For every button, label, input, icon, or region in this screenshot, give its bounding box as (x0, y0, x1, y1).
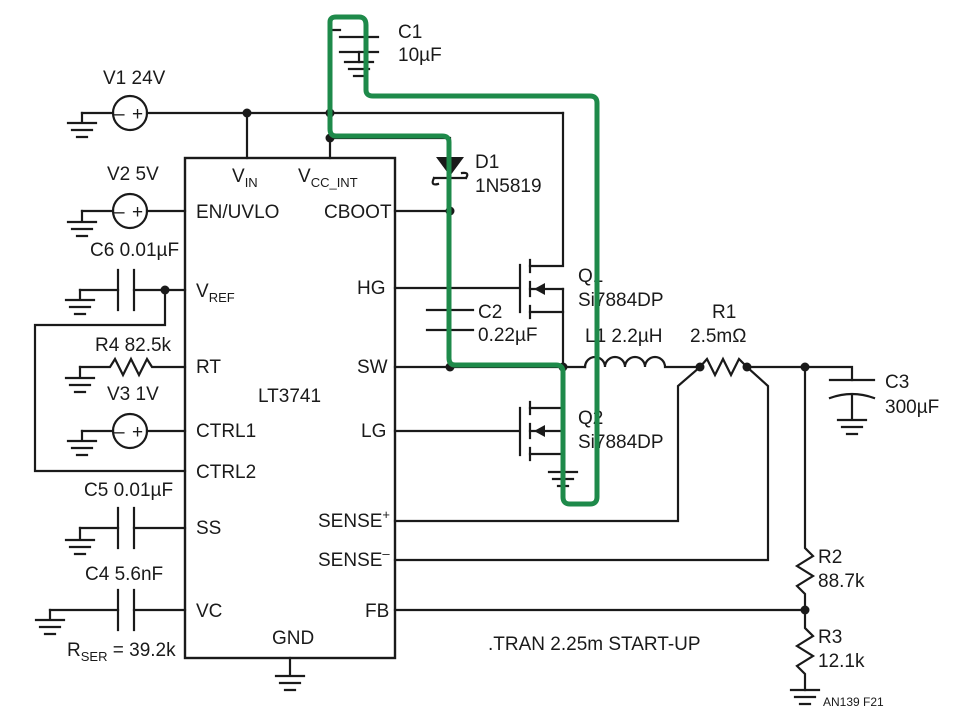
r2-label: R2 (818, 547, 842, 568)
v3-label: V3 1V (107, 384, 159, 405)
pin-label-ctrl2: CTRL2 (196, 462, 256, 483)
c5-label: C5 0.01µF (84, 480, 173, 501)
pin-label-sense-plus: SENSE+ (318, 507, 390, 532)
pin-label-rt: RT (196, 357, 221, 378)
simulation-directive: .TRAN 2.25m START-UP (488, 634, 701, 655)
wire-sense-minus (393, 365, 770, 562)
v2-label: V2 5V (107, 164, 159, 185)
pin-label-fb: FB (365, 601, 389, 622)
q2-label: Q2 (578, 408, 603, 429)
ground-icon (274, 656, 306, 692)
r1-value: 2.5mΩ (690, 326, 746, 347)
pin-label-sense-minus: SENSE– (318, 546, 390, 571)
c3-capacitor (803, 365, 876, 436)
wire-vref-ctrl2 (33, 288, 187, 473)
r3-resistor (789, 608, 821, 706)
c3-value: 300µF (885, 397, 939, 418)
l1-inductor (583, 355, 702, 369)
ic-part-label: LT3741 (258, 386, 321, 407)
c1-label: C1 (398, 22, 422, 43)
pin-label-lg: LG (361, 421, 386, 442)
v1-label: V1 24V (103, 68, 166, 89)
svg-text:+: + (132, 104, 143, 125)
pin-label-vin: VIN (232, 166, 258, 190)
pin-label-hg: HG (357, 278, 386, 299)
r2-value: 88.7k (818, 571, 865, 592)
c3-label: C3 (885, 372, 909, 393)
rser-label: RSER = 39.2k (67, 640, 176, 664)
c4-capacitor (34, 588, 187, 636)
pin-label-sw: SW (357, 357, 388, 378)
svg-text:–: – (114, 202, 125, 223)
pin-label-vref: VREF (196, 281, 235, 305)
q2-value: Si7884DP (578, 432, 664, 453)
d1-label: D1 (475, 152, 499, 173)
c2-value: 0.22µF (478, 325, 538, 346)
c2-label: C2 (478, 302, 502, 323)
v1-source: –+ (80, 94, 565, 132)
r4-resistor (64, 356, 187, 394)
pin-label-ctrl1: CTRL1 (196, 421, 256, 442)
pin-label-en-uvlo: EN/UVLO (196, 202, 279, 223)
svg-text:–: – (114, 422, 125, 443)
junction-dot (242, 108, 252, 118)
wire-sense-plus (393, 365, 702, 523)
svg-text:+: + (132, 202, 143, 223)
c5-capacitor (64, 506, 187, 556)
q1-mosfet (393, 111, 565, 369)
svg-text:–: – (114, 104, 125, 125)
highlighted-current-loop (327, 14, 600, 507)
pin-label-ss: SS (196, 518, 221, 539)
r1-label: R1 (712, 302, 736, 323)
figure-id: AN139 F21 (823, 695, 884, 709)
v3-source: –+ (66, 412, 187, 457)
ground-icon (66, 111, 98, 139)
r3-label: R3 (818, 627, 842, 648)
pin-label-vc: VC (196, 601, 222, 622)
r3-value: 12.1k (818, 651, 865, 672)
d1-value: 1N5819 (475, 176, 542, 197)
r4-label: R4 82.5k (95, 335, 172, 356)
l1-label: L1 2.2µH (585, 326, 663, 347)
lt3741-ic-body (183, 156, 397, 660)
c6-label: C6 0.01µF (90, 240, 179, 261)
v2-source: –+ (66, 192, 187, 238)
q1-value: Si7884DP (578, 290, 664, 311)
q1-label: Q1 (578, 266, 603, 287)
r2-resistor (794, 365, 816, 612)
q2-mosfet (393, 365, 579, 488)
c4-label: C4 5.6nF (85, 564, 163, 585)
c6-capacitor (64, 268, 187, 316)
pin-label-vcc-int: VCC_INT (298, 166, 358, 190)
pin-label-cboot: CBOOT (324, 202, 392, 223)
c1-value: 10µF (398, 45, 442, 66)
pin-label-gnd: GND (272, 628, 314, 649)
svg-text:+: + (132, 422, 143, 443)
